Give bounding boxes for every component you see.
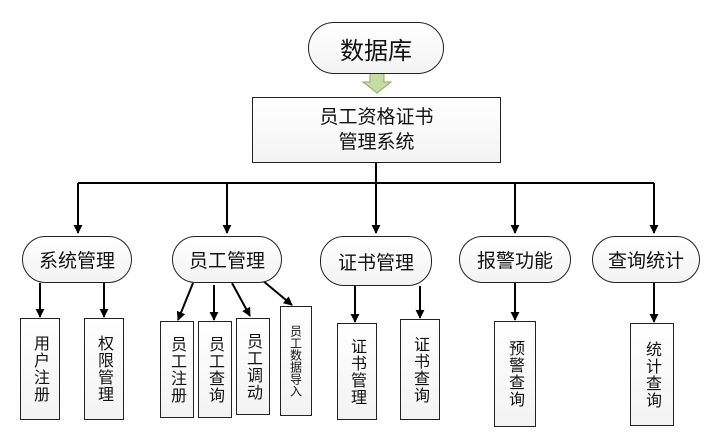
module-xitong-guanli: 系统管理 bbox=[22, 236, 132, 283]
leaf-quanxian-guanli: 权限管理 bbox=[84, 318, 124, 420]
leaf-label: 员工查询 bbox=[206, 335, 225, 404]
leaf-arrow bbox=[261, 279, 293, 306]
leaf-label: 员工数据导入 bbox=[288, 325, 303, 397]
module-label: 员工管理 bbox=[188, 250, 265, 272]
leaf-label: 用户注册 bbox=[31, 335, 50, 403]
leaf-yonghu-zhuce: 用户注册 bbox=[20, 318, 60, 420]
database-node: 数据库 bbox=[308, 22, 444, 74]
leaf-label: 证书管理 bbox=[348, 337, 367, 406]
leaf-label: 预警查询 bbox=[506, 340, 525, 408]
database-label: 数据库 bbox=[340, 36, 412, 65]
module-yuangong-guanli: 员工管理 bbox=[172, 236, 282, 283]
leaf-label: 统计查询 bbox=[643, 340, 662, 409]
leaf-zhengshu-guanli: 证书管理 bbox=[337, 323, 377, 420]
module-label: 系统管理 bbox=[38, 250, 115, 272]
leaf-label: 权限管理 bbox=[95, 335, 114, 403]
module-label: 报警功能 bbox=[476, 250, 553, 272]
leaf-arrow bbox=[176, 282, 194, 321]
leaf-arrow bbox=[231, 282, 251, 317]
leaf-zhengshu-chaxun: 证书查询 bbox=[400, 319, 440, 420]
system-title-line2: 管理系统 bbox=[338, 131, 415, 153]
system-title-line1: 员工资格证书 bbox=[319, 106, 434, 128]
module-baojing-gongneng: 报警功能 bbox=[459, 236, 571, 283]
system-node: 员工资格证书 管理系统 bbox=[252, 97, 501, 163]
db-to-system-arrow bbox=[361, 71, 393, 94]
leaf-label: 员工调动 bbox=[244, 332, 263, 401]
leaf-label: 员工注册 bbox=[168, 335, 187, 404]
leaf-yuangong-zhuce: 员工注册 bbox=[160, 321, 194, 418]
leaf-yujing-chaxun: 预警查询 bbox=[494, 321, 536, 427]
leaf-yuangong-diaodong: 员工调动 bbox=[236, 318, 270, 415]
module-label: 查询统计 bbox=[607, 250, 684, 272]
leaf-yuangong-chaxun: 员工查询 bbox=[198, 321, 232, 418]
module-label: 证书管理 bbox=[337, 251, 414, 274]
module-zhengshu-guanli: 证书管理 bbox=[320, 236, 432, 286]
leaf-tongji-chaxun: 统计查询 bbox=[630, 323, 674, 426]
leaf-label: 证书查询 bbox=[411, 335, 430, 404]
module-chaxun-tongji: 查询统计 bbox=[592, 236, 700, 283]
leaf-yuangong-shuju-daoru: 员工数据导入 bbox=[280, 306, 312, 416]
